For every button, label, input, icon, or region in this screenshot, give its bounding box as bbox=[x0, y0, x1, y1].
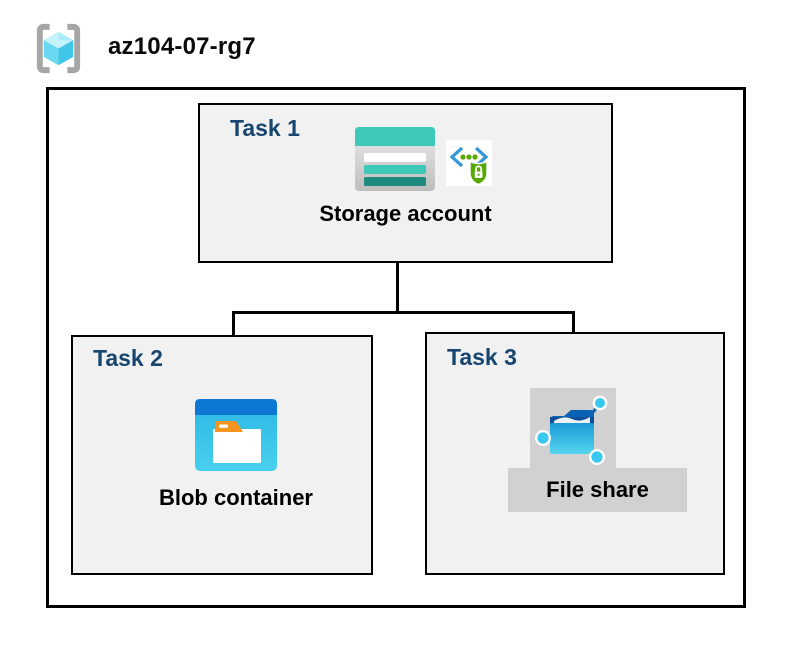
sas-lock-icon bbox=[446, 140, 492, 186]
file-share-label-band: File share bbox=[508, 468, 687, 512]
resource-group-icon bbox=[30, 20, 87, 77]
storage-account-label: Storage account bbox=[319, 201, 492, 226]
task1-label: Task 1 bbox=[230, 115, 300, 141]
connector-storage-stem bbox=[396, 236, 399, 313]
task3-label: Task 3 bbox=[447, 344, 517, 370]
resource-group-title: az104-07-rg7 bbox=[108, 33, 256, 60]
blob-container-icon bbox=[195, 399, 277, 471]
task2-label: Task 2 bbox=[93, 345, 163, 371]
connector-horizontal bbox=[232, 311, 575, 314]
file-share-icon bbox=[534, 390, 612, 466]
storage-account-icon bbox=[355, 127, 435, 191]
file-share-label: File share bbox=[546, 477, 649, 502]
blob-container-label: Blob container bbox=[158, 485, 313, 510]
